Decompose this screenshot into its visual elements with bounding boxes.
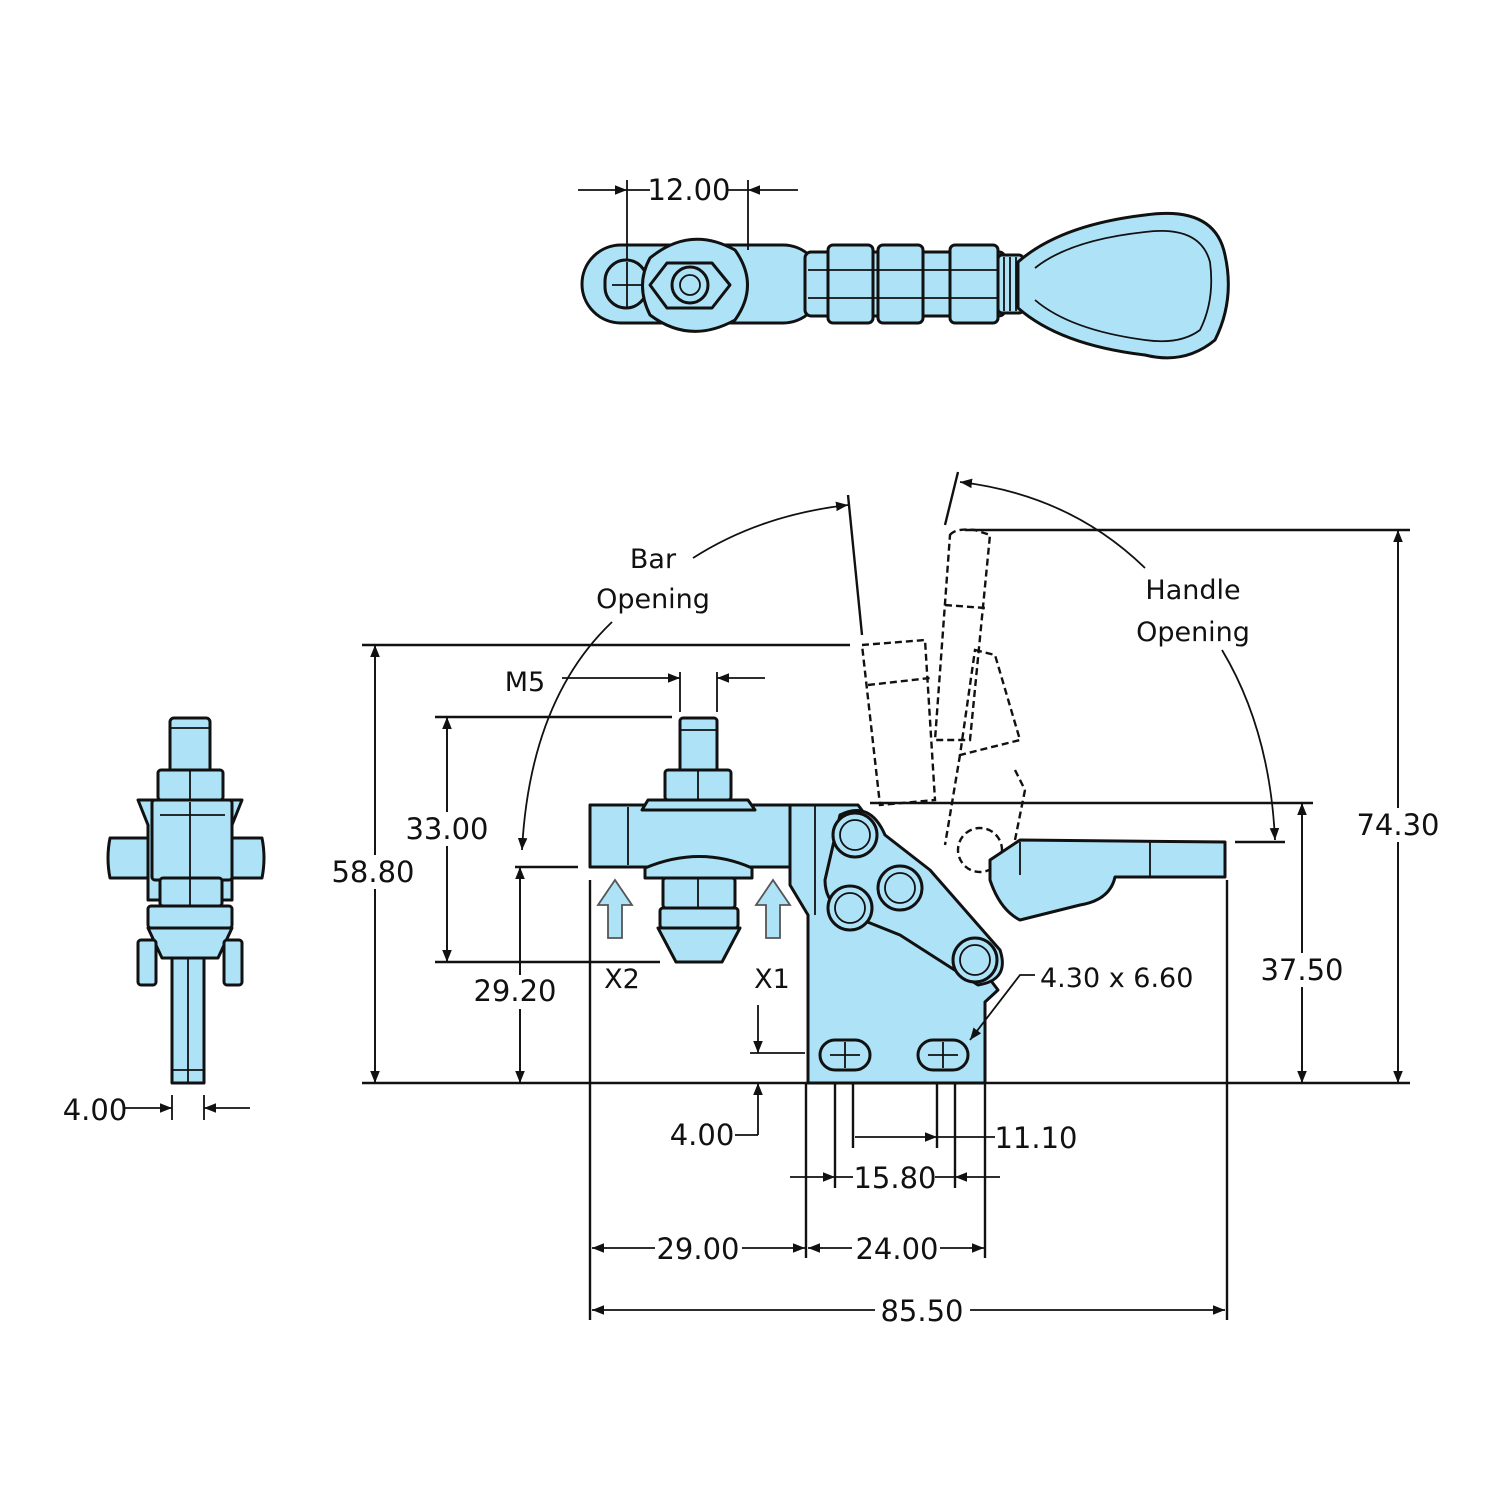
top-view: 12.00: [578, 173, 1230, 360]
label-m5: M5: [505, 667, 545, 698]
end-view: 4.00: [63, 716, 266, 1127]
label-bar-opening-1: Bar: [630, 544, 677, 575]
top-spindle-end: [670, 265, 710, 305]
label-slot-size: 4.30 x 6.60: [1040, 963, 1193, 994]
dim-slot-offset: 15.80: [853, 1161, 936, 1195]
dim-top-width: 12.00: [647, 173, 730, 207]
label-handle-opening-1: Handle: [1145, 575, 1240, 606]
force-arrow-x2-icon: [596, 878, 634, 939]
label-x1: X1: [754, 964, 790, 995]
dim-total-height: 74.30: [1356, 808, 1439, 842]
label-bar-opening-2: Opening: [596, 584, 710, 615]
bar-open-position: [860, 638, 937, 807]
side-view: X2 X1 58.80 33.00 29.20 M5: [331, 471, 1443, 1328]
force-arrow-x1-icon: [754, 878, 792, 939]
label-x2: X2: [604, 964, 640, 995]
dim-base-width: 24.00: [855, 1232, 938, 1266]
dim-overall-length: 85.50: [880, 1294, 963, 1328]
dim-spindle-height: 29.20: [473, 974, 556, 1008]
dim-spindle-dia: 4.00: [63, 1093, 128, 1127]
nut-bottom: [661, 876, 737, 910]
end-cone: [146, 926, 234, 960]
dim-stroke: 33.00: [405, 812, 488, 846]
spindle-top: [678, 716, 719, 775]
dim-bar-height: 58.80: [331, 855, 414, 889]
label-handle-opening-2: Opening: [1136, 617, 1250, 648]
dim-slot-spacing: 11.10: [994, 1121, 1077, 1155]
dim-spindle-offset: 29.00: [656, 1232, 739, 1266]
dim-handle-height: 37.50: [1260, 953, 1343, 987]
end-wing-left: [106, 836, 150, 880]
dim-base-thickness: 4.00: [670, 1118, 735, 1152]
spindle-tip: [656, 926, 742, 964]
end-wing-right: [230, 836, 266, 880]
end-spindle-top: [168, 716, 212, 775]
top-slot: [603, 258, 649, 310]
handle-closed: [988, 838, 1227, 922]
handle-open-position: [933, 528, 992, 742]
